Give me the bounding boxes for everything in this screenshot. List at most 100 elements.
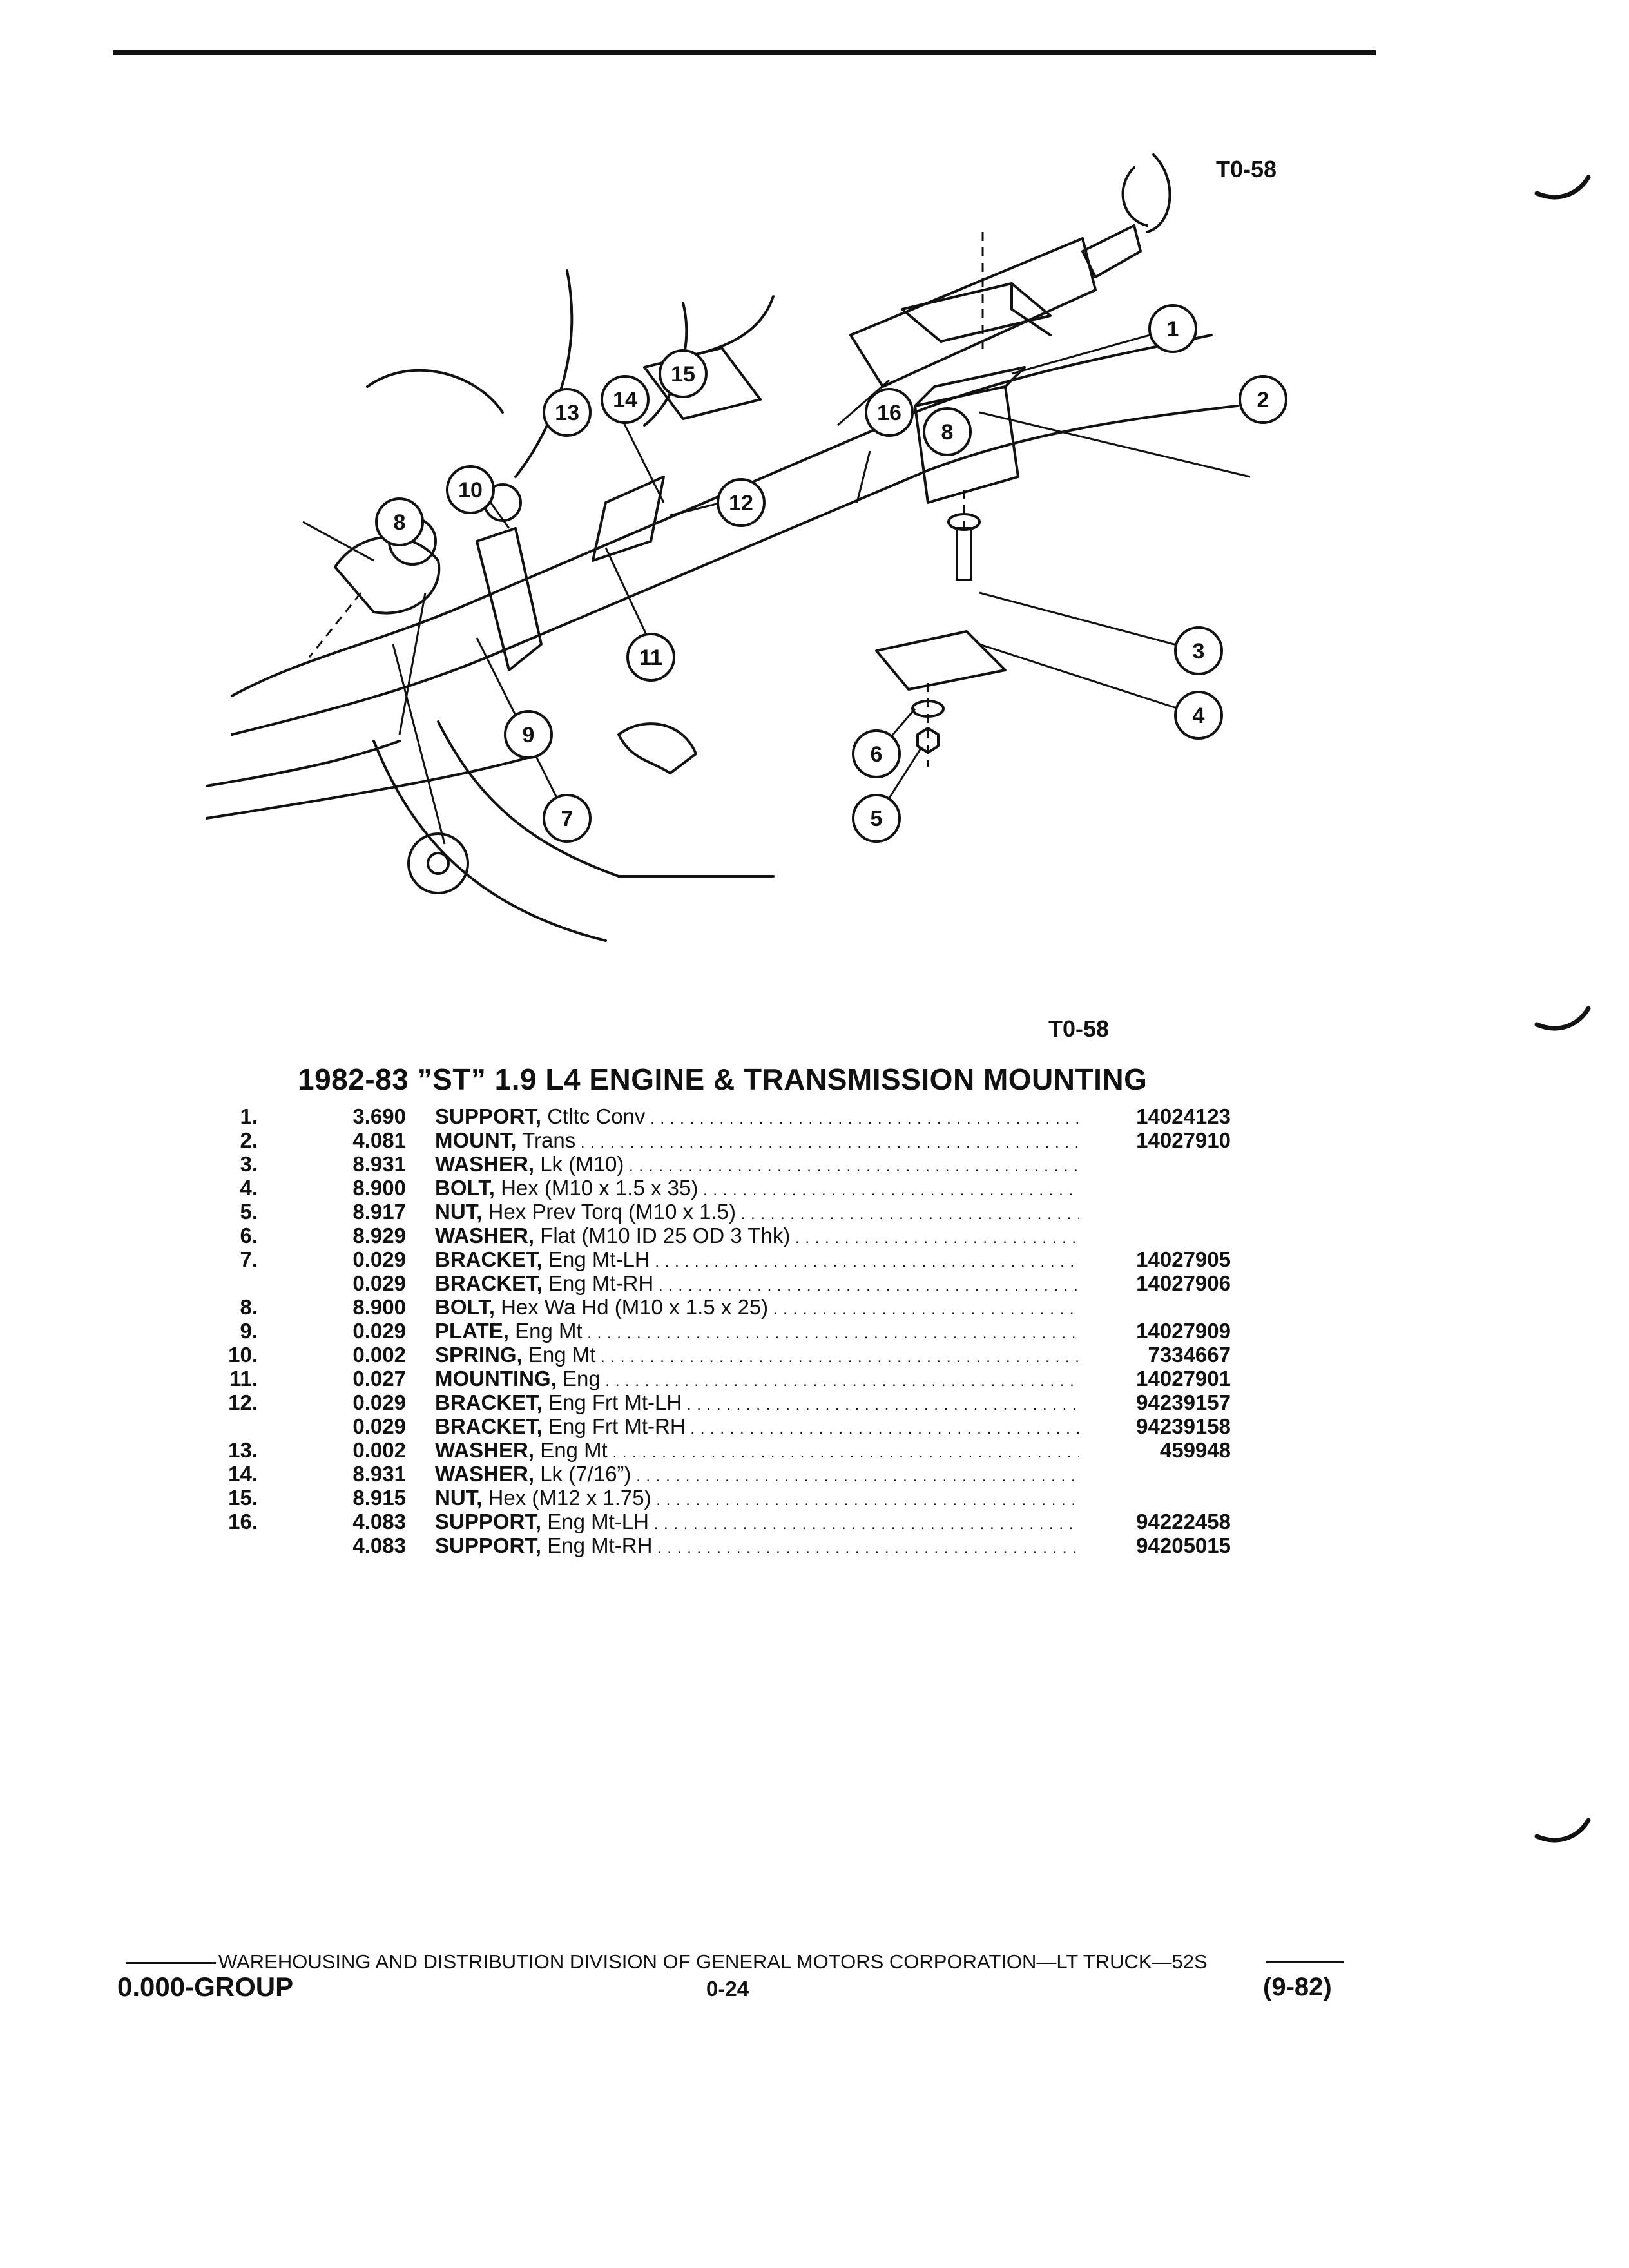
part-description: WASHER, Lk (7/16”) [435,1462,1079,1488]
part-spec: Eng [563,1367,601,1390]
part-spec: Ctltc Conv [547,1104,646,1128]
group-number: 0.002 [352,1343,406,1367]
bolt-4 [956,527,972,581]
part-description: MOUNTING, Eng [435,1367,1079,1393]
lower-mount-bracket [875,630,1007,691]
part-description: PLATE, Eng Mt [435,1319,1079,1345]
item-number: 6. [240,1224,258,1247]
part-name: PLATE, [435,1319,509,1343]
part-spec: Eng Mt-LH [547,1510,649,1533]
part-spec: Hex (M12 x 1.75) [488,1486,651,1510]
part-number: 7334667 [1148,1343,1231,1367]
part-name: SUPPORT, [435,1533,542,1557]
item-number: 13. [228,1438,258,1462]
group-number: 8.915 [352,1486,406,1510]
part-description: BRACKET, Eng Mt-LH [435,1247,1079,1274]
part-number: 14024123 [1136,1104,1231,1128]
part-spec: Lk (M10) [540,1152,624,1176]
callout-12: 12 [729,491,753,515]
callout-15: 15 [671,362,695,387]
part-description: BRACKET, Eng Mt-RH [435,1271,1079,1298]
support-bracket-1 [901,282,1052,343]
page-title: 1982-83 ”ST” 1.9 L4 ENGINE & TRANSMISSIO… [298,1062,1148,1096]
item-number: 4. [240,1176,258,1200]
item-number: 11. [229,1367,258,1390]
group-number: 4.083 [352,1510,406,1533]
part-spec: Eng Mt-LH [548,1247,650,1271]
callout-7: 7 [561,807,574,831]
item-number: 7. [240,1247,258,1271]
part-name: WASHER, [435,1152,535,1176]
group-number: 8.931 [352,1462,406,1486]
part-name: BRACKET, [435,1390,543,1414]
callout-16: 16 [877,401,901,425]
part-name: WASHER, [435,1438,535,1462]
part-name: SPRING, [435,1343,523,1367]
group-number: 0.002 [352,1438,406,1462]
callout-5: 5 [871,807,883,831]
figure-code-top: T0-58 [1216,156,1277,182]
callout-6: 6 [871,742,883,767]
footer-division-text: WAREHOUSING AND DISTRIBUTION DIVISION OF… [218,1950,1208,1973]
part-description: SUPPORT, Ctltc Conv [435,1104,1079,1131]
parts-row: 8. 8.900 BOLT, Hex Wa Hd (M10 x 1.5 x 25) [213,1295,1231,1319]
page-number: 0-24 [706,1977,749,2001]
part-description: WASHER, Flat (M10 ID 25 OD 3 Thk) [435,1224,1079,1250]
transmission-tail [1121,166,1148,227]
footer-dash [126,1962,216,1965]
part-description: SUPPORT, Eng Mt-RH [435,1533,1079,1560]
part-description: BRACKET, Eng Frt Mt-LH [435,1390,1079,1417]
page-tab-mark-3 [1534,1818,1591,1843]
callout-2: 2 [1257,388,1269,412]
part-description: NUT, Hex (M12 x 1.75) [435,1486,1079,1512]
page-tab-mark-2 [1534,1006,1591,1031]
part-number: 94205015 [1136,1533,1231,1557]
callout-3: 3 [1193,639,1205,664]
mount-cushion [617,722,697,774]
callout-13: 13 [555,401,579,425]
nut-5 [916,727,940,754]
part-spec: Eng Mt [528,1343,596,1367]
part-spec: Eng Mt [515,1319,583,1343]
part-name: BRACKET, [435,1414,543,1438]
top-rule [113,50,1376,55]
part-number: 14027905 [1136,1247,1231,1271]
callout-1: 1 [1167,317,1179,341]
part-name: BOLT, [435,1295,495,1319]
part-name: NUT, [435,1486,483,1510]
engine-mount-bracket-7 [476,527,543,671]
part-name: BRACKET, [435,1247,543,1271]
engine-block-outline [366,369,504,414]
item-number: 2. [240,1128,258,1152]
revision-code: (9-82) [1263,1973,1332,2001]
part-spec: Eng Mt-RH [548,1271,654,1295]
part-number: 14027906 [1136,1271,1231,1295]
part-description: WASHER, Eng Mt [435,1438,1079,1465]
group-number: 8.900 [352,1295,406,1319]
part-spec: Eng Mt [540,1438,608,1462]
lower-frame-rail [372,740,607,942]
item-number: 3. [240,1152,258,1176]
part-description: BOLT, Hex (M10 x 1.5 x 35) [435,1176,1079,1202]
part-description: BOLT, Hex Wa Hd (M10 x 1.5 x 25) [435,1295,1079,1321]
group-number: 4.081 [352,1128,406,1152]
callout-labels: 1 2 3 4 5 6 7 8 8 9 10 11 12 13 14 15 16 [394,317,1269,831]
group-number: 0.029 [352,1414,406,1438]
part-name: SUPPORT, [435,1104,542,1128]
part-name: WASHER, [435,1224,535,1247]
item-number: 8. [240,1295,258,1319]
